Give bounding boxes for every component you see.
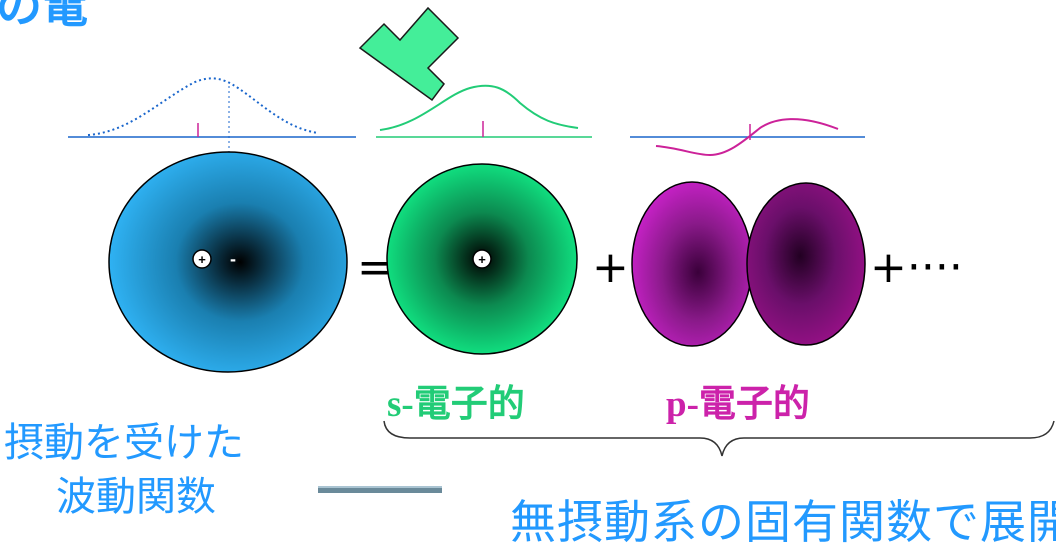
green-gaussian-curve	[379, 84, 579, 131]
p-label-prefix: p-	[666, 384, 699, 425]
expansion-caption: 無摂動系の固有関数で展開	[510, 495, 1056, 549]
nucleus-green	[472, 249, 492, 269]
perturbed-label-line1: 摂動を受けた	[4, 420, 244, 466]
p-orbital-lobe-left	[631, 181, 753, 347]
nucleus-blue	[192, 249, 212, 269]
magenta-antisymmetric-curve	[655, 118, 839, 157]
plus-ellipsis: +····	[870, 242, 963, 293]
p-electron-label: p-電子的	[666, 373, 810, 427]
electron-minus: -	[230, 249, 236, 269]
p-label-suffix: 電子的	[698, 382, 810, 425]
grouping-brace	[383, 420, 1055, 457]
s-electron-label: s-電子的	[387, 373, 525, 427]
s-electron-graph	[376, 84, 592, 138]
p-orbital-lobe-right	[746, 182, 866, 346]
s-label-prefix: s-	[387, 384, 414, 425]
equivalence-bar	[318, 487, 442, 493]
blue-gaussian-curve	[87, 77, 319, 136]
p-electron-graph	[630, 118, 865, 157]
down-arrow-icon	[358, 6, 460, 102]
perturbed-label-line2: 波動関数	[56, 474, 216, 520]
nucleus-green-plus: +	[478, 252, 486, 267]
perturbed-orbital	[108, 151, 348, 373]
plus-sign: +	[592, 242, 629, 293]
nucleus-blue-plus: +	[198, 252, 206, 267]
cut-off-top-text: の電	[0, 0, 88, 33]
equivalence-bar-highlight	[318, 486, 442, 488]
s-label-suffix: 電子的	[413, 382, 525, 425]
perturbed-wavefunction-graph	[68, 77, 356, 197]
